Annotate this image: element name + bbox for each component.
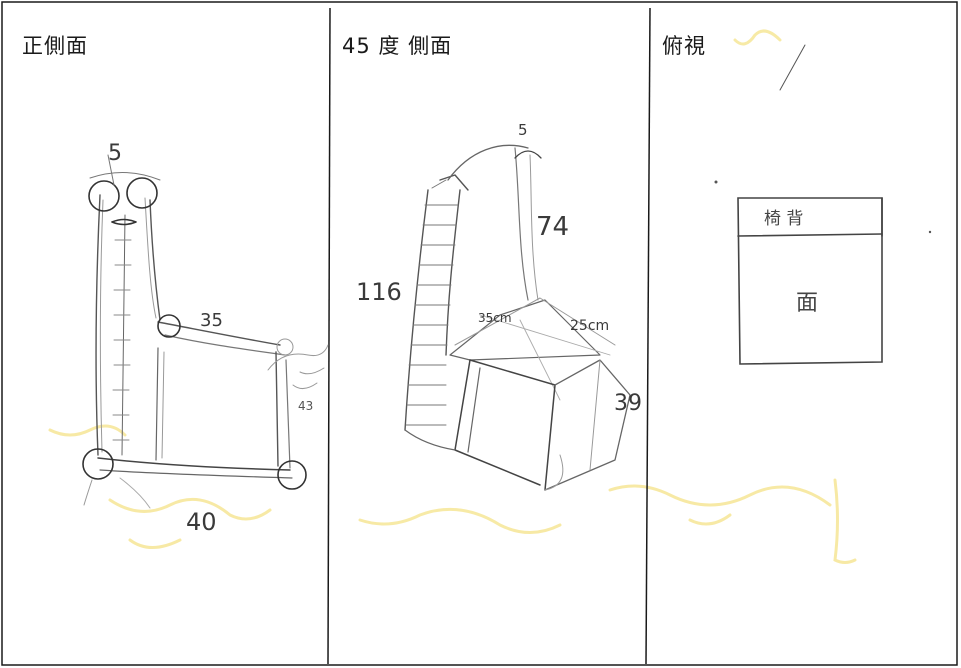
panel-title-45-degree-view: 45 度 側面 xyxy=(342,34,453,58)
crayon-smudges xyxy=(48,29,857,564)
panel-title-front-view: 正側面 xyxy=(22,34,88,58)
angled-seat-left-label: 35cm xyxy=(478,311,512,325)
front-seat-height-label: 43 xyxy=(298,399,313,413)
angled-total-height-label: 116 xyxy=(356,278,402,306)
angled-seat-height-label: 39 xyxy=(614,391,642,416)
top-view-seat-label: 面 xyxy=(796,291,818,316)
angled-back-height-label: 74 xyxy=(536,212,569,242)
angled-seat-right-label: 25cm xyxy=(570,318,609,334)
top-view-sketch xyxy=(714,44,932,365)
panel-divider-1 xyxy=(327,7,331,665)
front-top-width-label: 5 xyxy=(108,141,122,166)
front-seat-depth-label: 35 xyxy=(200,310,223,331)
top-view-backrest-label: 椅 背 xyxy=(764,209,803,229)
panel-title-top-view: 俯視 xyxy=(662,34,706,58)
angled-view-sketch xyxy=(404,144,631,491)
angled-top-width-label: 5 xyxy=(518,121,528,139)
front-view-sketch xyxy=(82,154,329,509)
panel-divider-2 xyxy=(645,7,651,665)
front-base-width-label: 40 xyxy=(186,508,217,536)
stray-mark xyxy=(779,44,806,91)
